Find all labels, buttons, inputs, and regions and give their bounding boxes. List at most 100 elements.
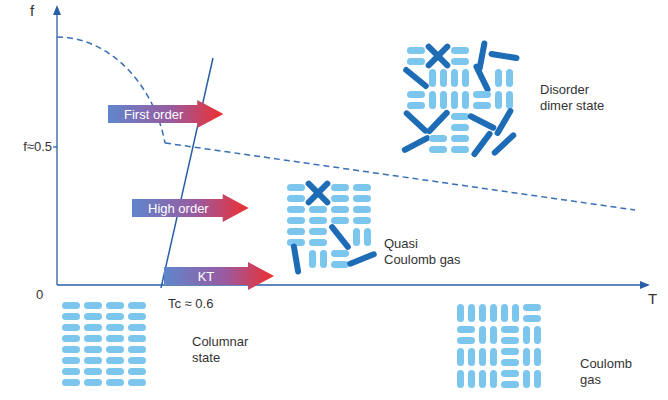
dimer — [128, 302, 146, 309]
dimer — [128, 335, 146, 342]
dimer-lattice — [457, 304, 541, 388]
dimer — [457, 370, 464, 388]
dimer — [62, 313, 80, 320]
dimer — [534, 348, 541, 366]
defect-dimer — [405, 138, 427, 150]
dimer — [320, 250, 327, 268]
dimer — [457, 304, 464, 322]
dimer — [490, 326, 497, 344]
dimer — [287, 217, 305, 224]
dimer — [468, 304, 475, 322]
dimer — [457, 337, 475, 344]
dimer — [309, 239, 327, 246]
f-axis — [56, 14, 57, 285]
dimer — [106, 302, 124, 309]
axis-label: f — [30, 2, 50, 21]
defect-dimer — [480, 44, 485, 69]
dimer — [501, 359, 519, 366]
arrow-label: First order — [124, 107, 183, 122]
dimer — [106, 357, 124, 364]
defect-dimer — [429, 47, 448, 66]
dimer — [451, 135, 469, 142]
defect-dimer — [407, 113, 426, 130]
dimer — [106, 368, 124, 375]
dimer — [106, 324, 124, 331]
arrow-label: High order — [148, 201, 209, 216]
dimer — [523, 315, 541, 322]
transition-line — [161, 58, 213, 288]
dimer-lattice — [62, 302, 146, 386]
dimer — [501, 348, 519, 355]
dimer — [501, 337, 519, 344]
defect-dimer — [476, 67, 487, 90]
dimer — [407, 58, 425, 65]
t-axis — [57, 284, 640, 285]
dimer-lattice — [287, 184, 374, 272]
phase-boundary-dashed — [57, 37, 165, 143]
dimer — [451, 47, 469, 54]
dimer — [353, 184, 371, 191]
dimer — [523, 304, 541, 311]
dimer — [128, 313, 146, 320]
dimer — [62, 368, 80, 375]
axis-label: T — [648, 290, 664, 309]
dimer — [106, 346, 124, 353]
dimer — [128, 324, 146, 331]
dimer — [106, 379, 124, 386]
dimer — [331, 261, 349, 268]
dimer — [490, 370, 497, 388]
dimer — [353, 217, 371, 224]
dimer — [501, 304, 508, 322]
defect-dimer — [471, 116, 494, 127]
dimer — [468, 370, 475, 388]
dimer — [309, 250, 316, 268]
defect-dimer — [309, 184, 328, 203]
dimer — [473, 102, 491, 109]
origin-label: 0 — [36, 287, 50, 303]
defect-dimer — [406, 70, 426, 86]
phase-label: Columnar state — [192, 334, 254, 367]
dimer — [353, 206, 371, 213]
dimer — [462, 69, 469, 87]
dimer — [84, 357, 102, 364]
transition-arrow: High order — [132, 194, 249, 222]
dimer — [353, 228, 360, 246]
defect-dimer — [429, 47, 448, 66]
crossover-line-dashed — [165, 143, 635, 210]
dimer — [479, 326, 486, 344]
dimer — [309, 228, 327, 235]
axis-arrowhead — [640, 281, 650, 289]
dimer — [429, 146, 447, 153]
dimer — [84, 379, 102, 386]
dimer — [490, 348, 497, 366]
dimer — [287, 206, 305, 213]
transition-arrow: First order — [108, 100, 223, 128]
dimer — [309, 206, 327, 213]
dimer — [523, 326, 530, 344]
defect-dimer — [309, 184, 328, 203]
dimer — [62, 357, 80, 364]
arrow-outline — [108, 100, 223, 128]
dimer — [331, 195, 349, 202]
dimer — [501, 381, 519, 388]
dimer — [407, 47, 425, 54]
dimer — [128, 379, 146, 386]
dimer — [128, 368, 146, 375]
dimer — [429, 91, 436, 109]
dimer — [331, 206, 349, 213]
dimer — [62, 335, 80, 342]
dimer — [62, 324, 80, 331]
critical-temperature: Tc ≈ 0.6 — [168, 296, 248, 312]
dimer — [506, 69, 513, 87]
dimer — [287, 195, 305, 202]
dimer — [84, 302, 102, 309]
dimer — [287, 228, 305, 235]
dimer — [429, 69, 436, 87]
dimer — [331, 184, 349, 191]
dimer — [309, 217, 327, 224]
dimer-lattice — [405, 44, 517, 155]
dimer — [479, 348, 486, 366]
arrow-outline — [164, 262, 274, 290]
dimer — [106, 313, 124, 320]
